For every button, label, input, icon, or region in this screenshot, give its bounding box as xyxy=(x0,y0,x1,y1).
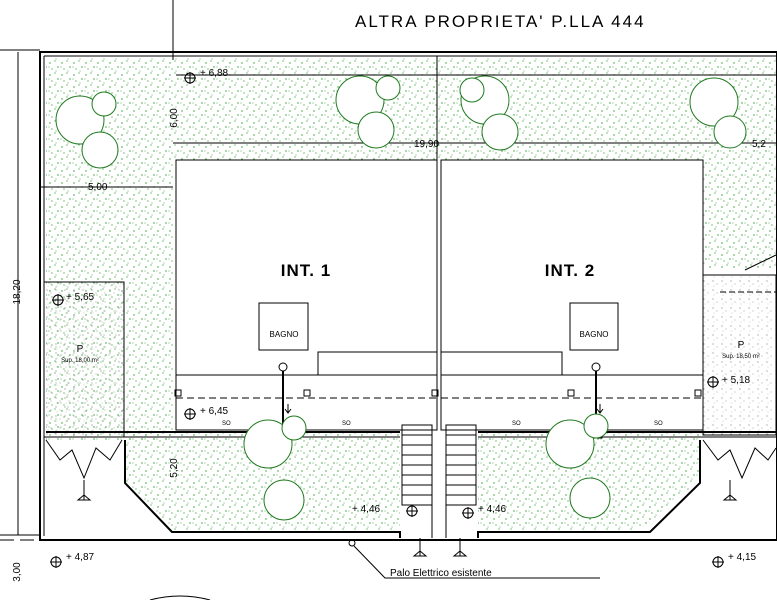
dim-front-setback: 6,00 xyxy=(169,108,180,128)
parking-right xyxy=(702,274,777,436)
elevation-marker-icon xyxy=(50,556,62,568)
wall-mark: SO xyxy=(342,421,351,427)
dim-rear-setback: 5,20 xyxy=(169,458,180,478)
bathroom-unit-1 xyxy=(258,302,309,351)
tree-icon xyxy=(55,91,119,169)
elevation-yard-left: + 6,45 xyxy=(200,406,229,417)
elevation-marker-icon xyxy=(707,376,719,388)
gate-left xyxy=(45,439,123,480)
drawing-title: ALTRA PROPRIETA' P.LLA 444 xyxy=(355,12,646,31)
arrow-down-icon xyxy=(284,404,292,414)
pole-label: Palo Elettrico esistente xyxy=(390,568,492,579)
bathroom-unit-1-label: BAGNO xyxy=(270,330,299,339)
column xyxy=(303,389,311,397)
parking-left xyxy=(43,281,125,438)
curve-mark xyxy=(149,595,211,600)
parking-right-area: Sup. 18,50 m² xyxy=(722,354,760,360)
parking-left-outline xyxy=(43,281,125,438)
parking-right-label: P xyxy=(738,340,745,351)
unit-1-label: INT. 1 xyxy=(281,261,331,280)
elevation-marker-icon xyxy=(184,408,196,420)
driveway-edge-right xyxy=(477,440,701,538)
gate-right xyxy=(702,439,777,480)
garden-west xyxy=(46,160,174,280)
dim-side-setback: 5,00 xyxy=(88,182,108,193)
elevation-top-left: + 6,88 xyxy=(200,68,229,79)
dim-road-depth: 3,00 xyxy=(12,562,23,582)
pole-leader-line xyxy=(353,545,600,579)
drain-outlet-icon xyxy=(591,362,601,372)
elevation-road-left: + 4,87 xyxy=(66,552,95,563)
entrance-stairs xyxy=(401,424,477,538)
garden-north xyxy=(46,58,776,160)
elevation-marker-icon xyxy=(406,505,418,517)
lamp-post-icon xyxy=(76,480,92,501)
elevation-marker-icon xyxy=(52,294,64,306)
tree-icon xyxy=(335,75,401,149)
dim-right-partial: 5,2 xyxy=(752,139,766,150)
column xyxy=(174,389,182,397)
parking-left-label: P xyxy=(77,344,84,355)
bathroom-unit-2 xyxy=(569,302,619,351)
column xyxy=(567,389,575,397)
elevation-parking-left: + 5,65 xyxy=(66,292,95,303)
tree-icon xyxy=(689,77,747,149)
unit-2-label: INT. 2 xyxy=(545,261,595,280)
arrow-down-icon xyxy=(596,404,604,414)
garden-east xyxy=(703,160,776,270)
wall-mark: SO xyxy=(654,421,663,427)
electric-pole-icon xyxy=(348,539,356,547)
elevation-marker-icon xyxy=(462,507,474,519)
column xyxy=(431,389,439,397)
drain-outlet-icon xyxy=(278,362,288,372)
wall-mark: SO xyxy=(512,421,521,427)
elevation-road-right: + 4,15 xyxy=(728,552,757,563)
tree-icon xyxy=(459,75,519,151)
elevation-marker-icon xyxy=(712,556,724,568)
driveway-edge-left xyxy=(124,440,401,538)
tree-icon xyxy=(545,413,611,519)
elevation-gate-right: + 4,46 xyxy=(478,504,507,515)
wall-mark: SO xyxy=(222,421,231,427)
leader-line xyxy=(744,254,777,271)
lamp-post-icon xyxy=(452,538,468,557)
tree-icon xyxy=(243,415,307,521)
elevation-gate-left: + 4,46 xyxy=(352,504,381,515)
garden-south-left xyxy=(125,432,400,530)
elevation-marker-icon xyxy=(184,72,196,84)
edge-tag: … xyxy=(760,258,766,264)
lamp-post-icon xyxy=(722,480,738,501)
lamp-post-icon xyxy=(412,538,428,557)
parking-left-area: Sup. 18,00 m² xyxy=(61,358,99,364)
dim-width: 19,90 xyxy=(414,139,439,150)
elevation-parking-right: + 5,18 xyxy=(722,375,751,386)
bathroom-unit-2-label: BAGNO xyxy=(580,330,609,339)
porch-unit-1 xyxy=(175,374,438,431)
column xyxy=(694,389,702,397)
